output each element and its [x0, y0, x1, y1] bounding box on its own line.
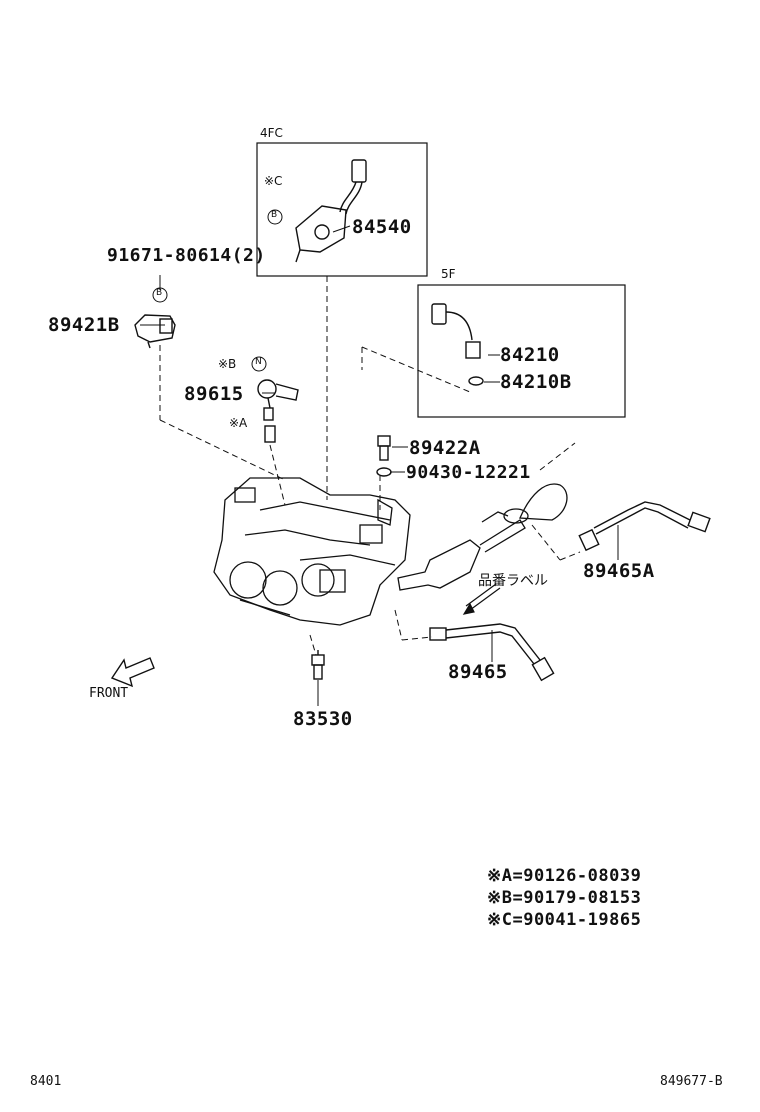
part-label-89465a: 89465A [583, 560, 655, 582]
part-label-89421b: 89421B [48, 314, 120, 336]
callout-circle-n: N [255, 357, 262, 367]
o2-sensor-89465a-drawing [578, 501, 711, 552]
callout-b: ※B [218, 357, 237, 371]
callout-c: ※C [264, 174, 283, 188]
part-label-84210: 84210 [500, 344, 560, 366]
o2-sensor-89465-drawing [429, 623, 555, 682]
sensor-89422a-drawing [376, 435, 392, 477]
box-5f-title: 5F [441, 267, 456, 281]
part-label-90430-12221: 90430-12221 [406, 462, 531, 483]
front-arrow-icon [110, 657, 155, 688]
part-label-89465: 89465 [448, 661, 508, 683]
note-b: ※B=90179-08153 [487, 888, 642, 908]
box-4fc-frame [256, 142, 428, 277]
front-label: FRONT [89, 686, 129, 701]
box-5f-frame [417, 284, 626, 418]
callout-circles [152, 209, 283, 372]
note-a: ※A=90126-08039 [487, 866, 642, 886]
part-label-83530: 83530 [293, 708, 353, 730]
sensor-89421b-drawing [134, 314, 176, 349]
engine-block-drawing [213, 477, 411, 626]
hinban-label-arrow [462, 583, 501, 615]
solid-leaders [140, 225, 619, 706]
box-4fc-title: 4FC [260, 126, 283, 140]
footer-left-code: 8401 [30, 1074, 62, 1089]
part-label-89615: 89615 [184, 383, 244, 405]
spark-plug-83530-drawing [311, 650, 325, 680]
knock-sensor-89615-drawing [257, 379, 299, 443]
callout-circle-b-upper: B [271, 210, 278, 220]
callout-a: ※A [229, 416, 248, 430]
exhaust-catalyst-drawing [397, 483, 568, 591]
dashed-leaders [159, 276, 581, 656]
hinban-label-text: 品番ラベル [478, 573, 548, 589]
note-c: ※C=90041-19865 [487, 910, 642, 930]
callout-circle-b-left: B [156, 288, 163, 298]
o2-sensor-84210-drawing [431, 303, 484, 386]
part-label-89422a: 89422A [409, 437, 481, 459]
part-label-91671-80614: 91671-80614(2) [107, 245, 266, 266]
footer-right-code: 849677-B [660, 1074, 723, 1089]
neutral-switch-84540-drawing [295, 159, 367, 263]
part-label-84210b: 84210B [500, 371, 572, 393]
part-label-84540: 84540 [352, 216, 412, 238]
